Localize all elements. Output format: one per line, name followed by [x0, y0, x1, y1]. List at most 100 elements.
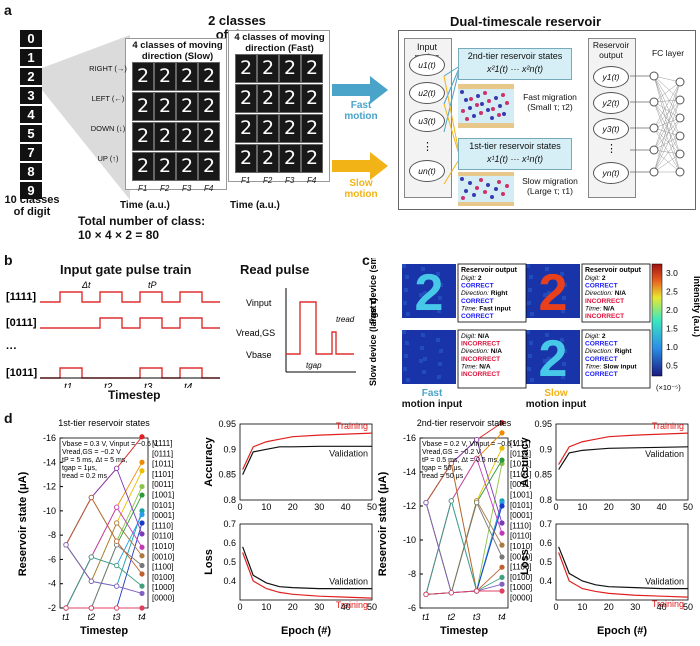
svg-text:-10: -10	[43, 506, 56, 516]
svg-text:50: 50	[367, 502, 377, 512]
svg-text:0.5: 0.5	[539, 557, 552, 567]
svg-text:10: 10	[577, 502, 587, 512]
svg-text:2: 2	[415, 264, 444, 322]
state-point	[499, 520, 505, 526]
state-point	[423, 591, 429, 597]
svg-text:[1010]: [1010]	[152, 542, 174, 551]
svg-text:Digit: 2: Digit: 2	[461, 275, 482, 282]
frame-label: F2	[160, 184, 170, 193]
svg-text:Direction: Right: Direction: Right	[585, 348, 632, 355]
tier2-box	[458, 48, 572, 80]
state-point	[499, 445, 505, 451]
state-point	[474, 455, 480, 462]
fast-device-fast-input-image: 2	[402, 264, 456, 322]
svg-text:2: 2	[539, 330, 568, 388]
svg-text:tP: tP	[148, 280, 157, 290]
digit-frame: 2	[279, 114, 301, 143]
svg-text:Time: N/A: Time: N/A	[585, 305, 615, 312]
svg-text:[1101]: [1101]	[510, 470, 532, 479]
svg-text:20: 20	[288, 502, 298, 512]
svg-text:[1101]: [1101]	[152, 470, 174, 479]
metric-line	[558, 432, 689, 465]
col-label-slow: Slow	[544, 388, 568, 399]
metric-line	[242, 445, 372, 475]
svg-text:40: 40	[657, 502, 667, 512]
svg-text:-14: -14	[403, 467, 416, 477]
state-point	[139, 590, 145, 597]
svg-text:[1011]: [1011]	[152, 460, 174, 469]
svg-text:50: 50	[367, 602, 377, 612]
svg-text:···: ···	[6, 343, 17, 355]
svg-text:0: 0	[237, 502, 242, 512]
frame-label: F1	[138, 184, 148, 193]
svg-text:0.4: 0.4	[539, 576, 552, 586]
digit-frame: 2	[198, 122, 220, 151]
svg-text:Reservoir output: Reservoir output	[461, 267, 518, 274]
svg-text:CORRECT: CORRECT	[461, 283, 494, 290]
svg-text:CORRECT: CORRECT	[461, 298, 494, 305]
output-node: yn(t)	[593, 162, 629, 184]
svg-text:Timestep: Timestep	[80, 625, 128, 637]
svg-text:0.7: 0.7	[539, 519, 552, 529]
metric-line	[242, 432, 373, 470]
digit-frame: 2	[154, 62, 176, 91]
digit-frame: 2	[235, 54, 257, 83]
digit-box: 4	[20, 106, 42, 123]
svg-text:[0100]: [0100]	[510, 573, 532, 582]
state-point	[499, 457, 505, 463]
svg-text:1st-tier reservoir states: 1st-tier reservoir states	[58, 418, 150, 428]
fast-migration-device	[458, 84, 514, 128]
read-pulse-title: Read pulse	[240, 262, 310, 277]
state-point	[114, 583, 120, 589]
svg-text:30: 30	[630, 602, 640, 612]
state-point	[448, 590, 454, 596]
state-point	[88, 605, 94, 611]
svg-text:[1001]: [1001]	[510, 491, 532, 500]
pulse-timestep-label: Timestep	[108, 388, 161, 402]
state-series-line	[65, 470, 143, 583]
state-point	[474, 437, 480, 443]
svg-text:Training: Training	[652, 599, 684, 609]
svg-text:Direction: Right: Direction: Right	[461, 290, 508, 297]
svg-text:-8: -8	[48, 530, 56, 540]
fast-label: Fast motion	[344, 100, 378, 122]
svg-text:0.6: 0.6	[539, 538, 552, 548]
svg-text:[0000]: [0000]	[152, 594, 174, 603]
input-node: un(t)	[409, 160, 445, 182]
svg-text:20: 20	[288, 602, 298, 612]
ellipsis: ⋮	[606, 143, 617, 155]
svg-text:[0011]: [0011]	[510, 480, 532, 489]
digit-frame: 2	[176, 92, 198, 121]
state-series-line	[65, 486, 143, 546]
digit-frame: 2	[176, 122, 198, 151]
state-point	[139, 544, 145, 550]
svg-text:[1011]: [1011]	[6, 367, 38, 379]
state-point	[139, 562, 145, 569]
digit-box: 5	[20, 125, 42, 142]
state-point	[139, 459, 145, 465]
slow-time-axis: Time (a.u.)	[120, 200, 170, 211]
svg-text:3.0: 3.0	[666, 268, 678, 278]
digit-frame: 2	[132, 62, 154, 91]
digit-frame: 2	[198, 152, 220, 181]
svg-text:t1: t1	[422, 612, 430, 622]
metric-line	[558, 546, 688, 590]
svg-text:40: 40	[341, 602, 351, 612]
svg-text:Time: N/A: Time: N/A	[461, 363, 491, 370]
metric-line	[558, 552, 689, 598]
svg-text:Validation: Validation	[329, 577, 368, 587]
tier2-vars: x²1(t) ··· x²n(t)	[487, 64, 543, 74]
svg-text:40: 40	[657, 602, 667, 612]
state-point	[499, 574, 505, 580]
fast-time-axis: Time (a.u.)	[230, 200, 280, 211]
digit-frame: 2	[176, 152, 198, 181]
input-node: u3(t)	[409, 110, 445, 132]
svg-text:[1000]: [1000]	[152, 583, 174, 592]
state-point	[88, 554, 94, 560]
svg-text:Vinput: Vinput	[246, 298, 272, 308]
state-point	[499, 430, 505, 436]
ellipsis: ⋮	[422, 141, 433, 153]
